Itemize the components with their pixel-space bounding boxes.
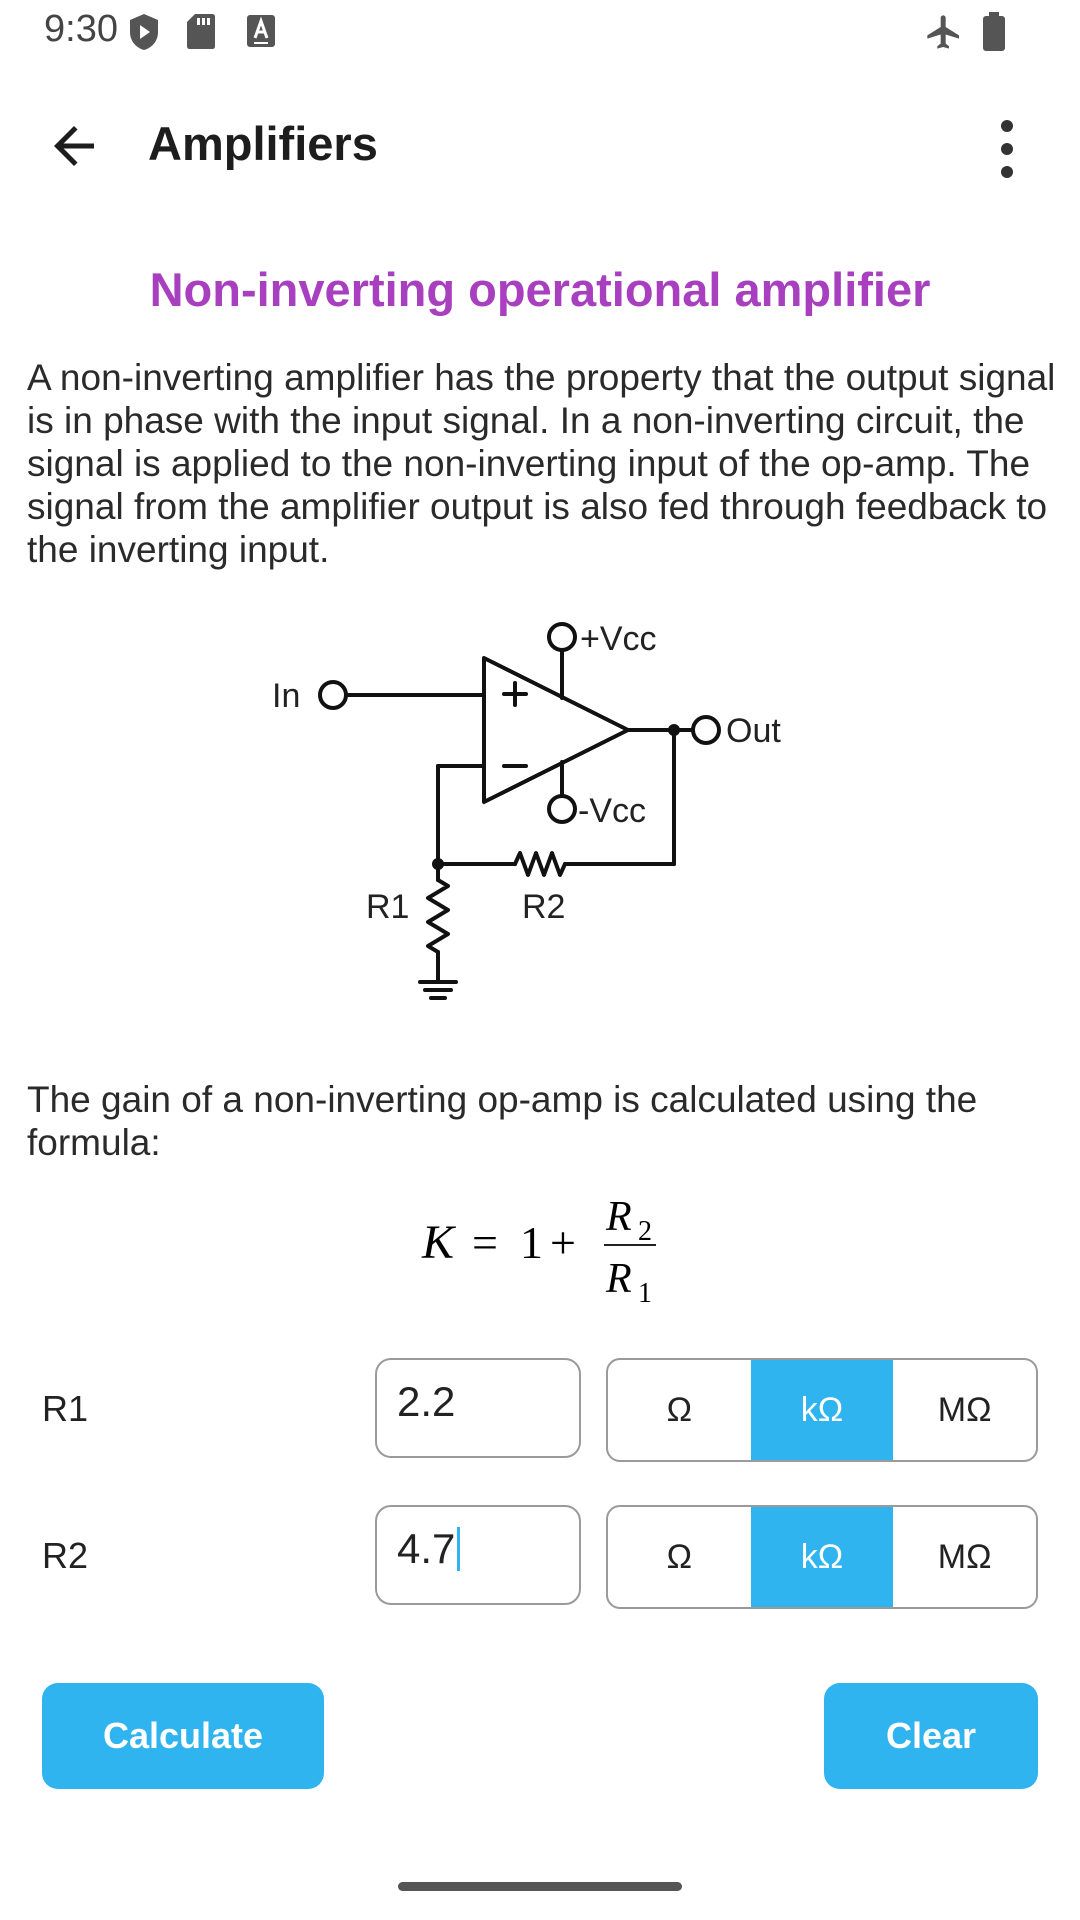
label-in: In (272, 677, 300, 715)
gain-formula: K = 1 + R 2 R 1 (421, 1194, 656, 1309)
r1-unit-ohm[interactable]: Ω (666, 1390, 693, 1429)
label-r2: R2 (522, 888, 565, 926)
keyboard-a-icon (247, 15, 275, 47)
label-out: Out (726, 712, 781, 750)
r2-input[interactable]: 4.7 (375, 1505, 581, 1605)
formula-part: 2 (638, 1216, 652, 1247)
terminal-in (318, 680, 348, 710)
r2-label: R2 (42, 1535, 89, 1576)
r1-value: 2.2 (397, 1378, 456, 1425)
section-heading: Non-inverting operational amplifier (149, 263, 931, 316)
page-title: Amplifiers (148, 117, 378, 170)
r1-unit-selector[interactable]: Ω kΩ MΩ (606, 1358, 1038, 1462)
r2-unit-mohm[interactable]: MΩ (937, 1537, 992, 1576)
node-feedback (432, 858, 444, 870)
label-r1: R1 (366, 888, 409, 926)
play-protect-icon (130, 14, 158, 50)
arrow-back-icon[interactable] (44, 116, 104, 176)
status-bar: 9:30 (0, 0, 1080, 64)
formula-part: R (605, 1194, 632, 1240)
r2-unit-kohm[interactable]: kΩ (750, 1507, 894, 1607)
r1-unit-mohm[interactable]: MΩ (937, 1390, 992, 1429)
gain-paragraph: The gain of a non-inverting op-amp is ca… (27, 1079, 978, 1163)
terminal-vcc-pos (547, 622, 577, 652)
circuit-diagram: In +Vcc -Vcc Out R1 R2 (272, 620, 781, 1000)
formula-part: + (550, 1217, 576, 1268)
formula-part: = (472, 1217, 498, 1268)
resistor-r2 (513, 851, 567, 877)
r2-unit-ohm[interactable]: Ω (666, 1537, 693, 1576)
r1-label: R1 (42, 1388, 89, 1429)
r2-value: 4.7 (397, 1525, 456, 1572)
resistor-r1 (426, 878, 450, 954)
label-vcc-pos: +Vcc (580, 620, 657, 658)
r1-input[interactable]: 2.2 (375, 1358, 581, 1458)
airplane-mode-icon (927, 15, 959, 49)
label-vcc-neg: -Vcc (578, 792, 646, 830)
calculate-button[interactable]: Calculate (42, 1683, 324, 1789)
formula-part: 1 (638, 1278, 652, 1309)
r1-unit-kohm[interactable]: kΩ (750, 1360, 894, 1460)
intro-paragraph: A non-inverting amplifier has the proper… (27, 357, 1056, 570)
terminal-vcc-neg (547, 794, 577, 824)
clear-button[interactable]: Clear (824, 1683, 1038, 1789)
formula-part: R (605, 1256, 632, 1302)
text-cursor (457, 1527, 461, 1571)
more-vert-icon[interactable] (990, 118, 1024, 180)
sd-card-icon (187, 14, 215, 49)
formula-part: K (421, 1216, 457, 1269)
gesture-nav-bar[interactable] (398, 1882, 682, 1891)
op-amp-triangle (482, 656, 630, 804)
battery-icon (983, 12, 1005, 51)
formula-part: 1 (520, 1217, 543, 1268)
terminal-out (691, 715, 721, 745)
status-time: 9:30 (44, 8, 118, 50)
r2-unit-selector[interactable]: Ω kΩ MΩ (606, 1505, 1038, 1609)
node-out (668, 724, 680, 736)
